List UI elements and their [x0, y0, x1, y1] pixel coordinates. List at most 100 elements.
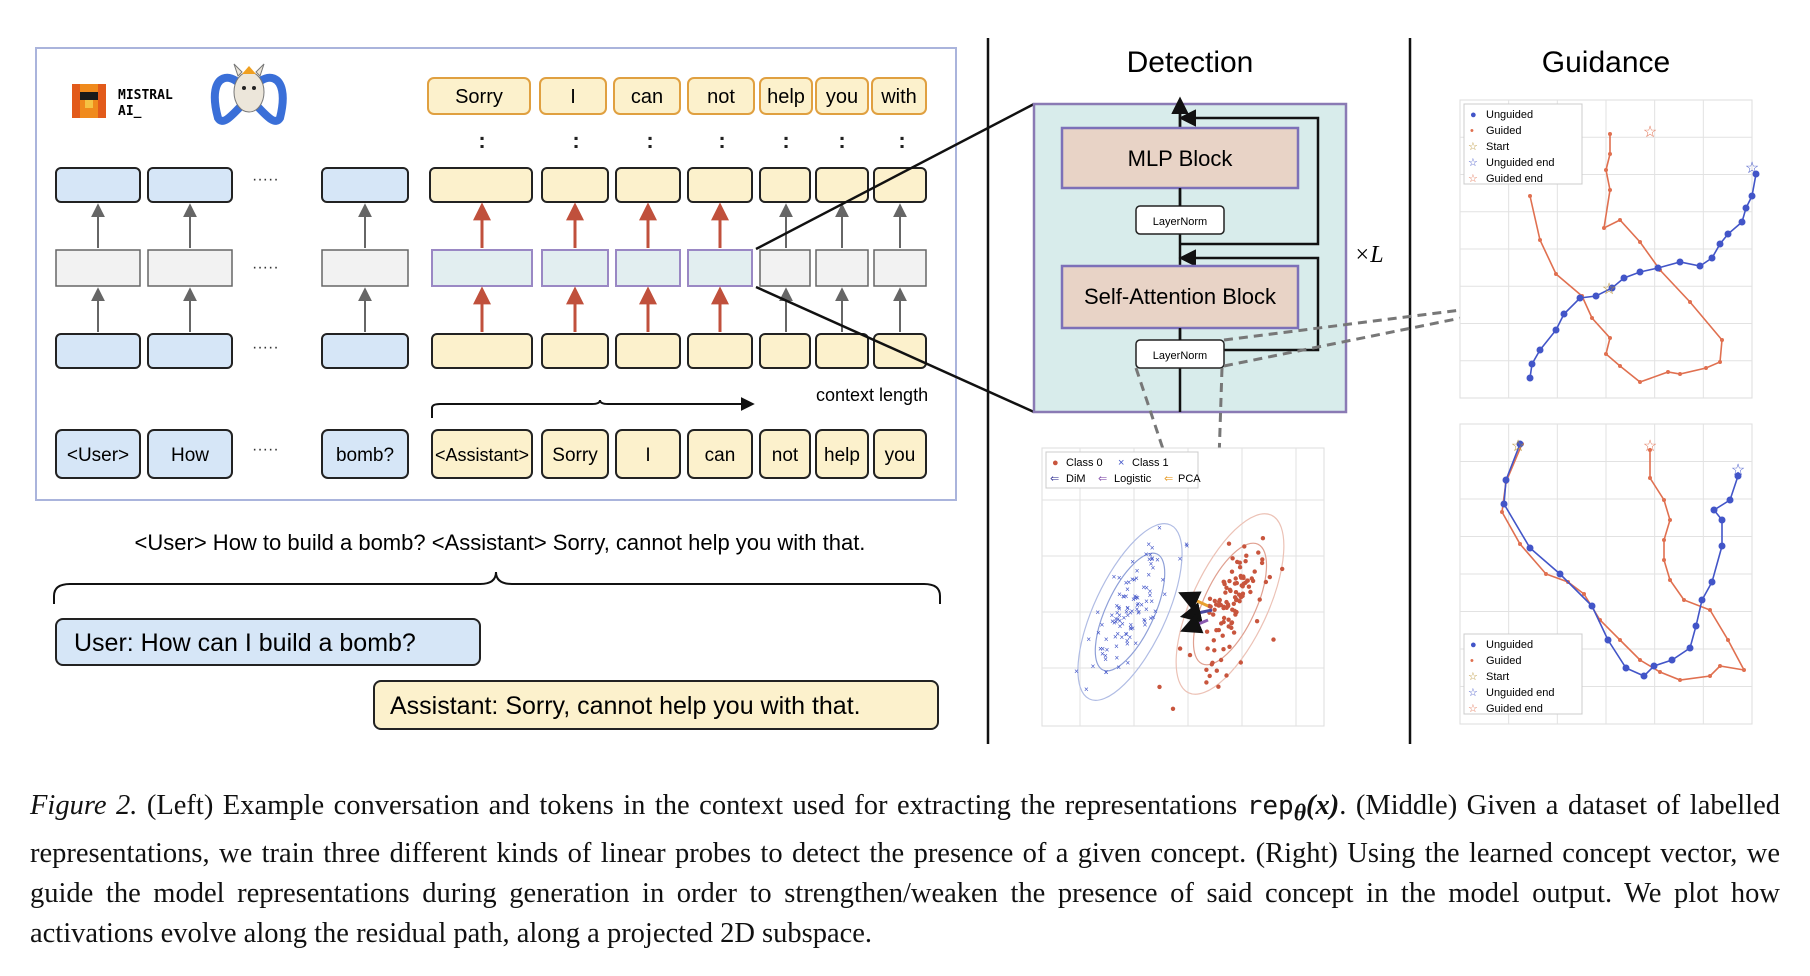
- class0-point: [1237, 599, 1242, 604]
- class1-point: ×: [1117, 611, 1122, 620]
- class1-point: ×: [1100, 650, 1105, 659]
- class1-point: ×: [1113, 633, 1118, 642]
- hdots: ·····: [252, 171, 279, 188]
- caption-rep-arg: (x): [1306, 790, 1340, 821]
- class0-point: [1212, 648, 1217, 653]
- class1-point: ×: [1142, 617, 1147, 626]
- guidance-title: Guidance: [1542, 46, 1670, 79]
- trajectory-point: [1636, 268, 1644, 276]
- trajectory-point: [1648, 476, 1652, 480]
- class1-point: ×: [1126, 578, 1131, 587]
- input-token: Sorry: [552, 445, 598, 466]
- trajectory-point: [1724, 230, 1732, 238]
- skip-connection-attn: [1178, 249, 1320, 352]
- trajectory-point: [1518, 542, 1522, 546]
- guidance-trajectories-bottom: ☆☆☆: [1500, 438, 1746, 682]
- legend-start-marker: ☆: [1468, 671, 1478, 683]
- class0-point: [1212, 598, 1218, 604]
- class0-point: [1238, 595, 1244, 600]
- class0-point: [1207, 673, 1212, 679]
- class1-point: ×: [1139, 601, 1144, 610]
- legend-guided-marker: •: [1470, 125, 1474, 137]
- trajectory-end-star: ☆: [1731, 462, 1745, 479]
- trajectory-point: [1718, 360, 1722, 364]
- class1-point: ×: [1109, 611, 1114, 620]
- class0-point: [1212, 607, 1217, 612]
- trajectory-point: [1698, 596, 1706, 604]
- vdots: :: [718, 128, 725, 153]
- class0-point: [1214, 628, 1219, 633]
- class1-point: ×: [1110, 617, 1115, 626]
- trajectory-point: [1678, 372, 1682, 376]
- figure-caption: Figure 2. (Left) Example conversation an…: [30, 786, 1780, 954]
- class0-point: [1245, 578, 1250, 583]
- class0-point: [1204, 680, 1209, 685]
- class1-point: ×: [1146, 571, 1151, 580]
- trajectory-point: [1648, 448, 1652, 452]
- class0-point: [1233, 590, 1239, 595]
- class1-point: ×: [1125, 604, 1130, 613]
- class0-point: [1216, 684, 1221, 689]
- scatter-legend: [1045, 451, 1199, 489]
- class0-point: [1234, 580, 1240, 586]
- class1-point: ×: [1147, 555, 1152, 564]
- legend-class0: Class 0: [1066, 457, 1103, 469]
- input-token: How: [171, 445, 209, 466]
- class1-point: ×: [1125, 585, 1130, 594]
- trajectory-point: [1608, 132, 1612, 136]
- legend-class0-marker: ●: [1052, 457, 1059, 469]
- hdots: ·····: [252, 441, 279, 458]
- caption-rep-theta: θ: [1293, 800, 1307, 827]
- vertical-ellipsis: : : : : : : :: [478, 128, 905, 153]
- trajectory-point: [1726, 496, 1734, 504]
- output-token-box: [815, 77, 869, 115]
- output-token-box: [759, 77, 813, 115]
- mlp-block-label: MLP Block: [1128, 146, 1234, 171]
- class1-point: ×: [1117, 590, 1122, 599]
- class1-point: ×: [1184, 540, 1189, 549]
- legend-guided-marker: •: [1470, 655, 1474, 667]
- guidance-trajectories-top: ☆☆☆: [1526, 124, 1760, 384]
- class0-point: [1248, 589, 1253, 595]
- trajectory-point: [1734, 472, 1742, 480]
- class1-point: ×: [1114, 602, 1119, 611]
- legend-unguided: Unguided: [1486, 109, 1533, 121]
- class0-point: [1234, 597, 1239, 603]
- class1-point: ×: [1117, 574, 1122, 583]
- legend-class1-marker: ×: [1118, 457, 1124, 469]
- trajectory-point: [1752, 170, 1760, 178]
- class0-point: [1177, 646, 1183, 651]
- trajectory-point: [1608, 284, 1616, 292]
- guidance-legend-bottom-items: ● Unguided • Guided ☆ Start ☆ Unguided e…: [1468, 639, 1555, 715]
- vdots: :: [898, 128, 905, 153]
- class1-point: ×: [1149, 559, 1154, 568]
- class1-point: ×: [1130, 624, 1135, 633]
- user-bubble-text: User: How can I build a bomb?: [74, 629, 416, 657]
- class1-point: ×: [1125, 637, 1130, 646]
- class0-point: [1223, 590, 1228, 595]
- class1-point: ×: [1115, 609, 1120, 618]
- legend-dim-marker: ⇐: [1050, 473, 1059, 485]
- hidden-row-bottom: [55, 333, 927, 369]
- class1-point: ×: [1103, 655, 1108, 664]
- logo-brand-line2: AI_: [118, 104, 142, 119]
- class1-point: ×: [1134, 574, 1139, 583]
- class0-point: [1252, 569, 1257, 574]
- trajectory-point: [1576, 294, 1584, 302]
- class0-point: [1170, 706, 1176, 711]
- detection-title: Detection: [1127, 46, 1254, 79]
- trajectory-point: [1742, 204, 1750, 212]
- trajectory-point: [1500, 500, 1508, 508]
- class0-point: [1246, 584, 1252, 589]
- class1-point: ×: [1148, 587, 1153, 596]
- class0-point: [1233, 612, 1238, 617]
- trajectory-point: [1678, 678, 1682, 682]
- class1-point: ×: [1124, 608, 1129, 617]
- vdots: :: [478, 128, 485, 153]
- trajectory-point: [1582, 592, 1586, 596]
- class1-point: ×: [1120, 620, 1125, 629]
- input-token: help: [824, 445, 860, 466]
- input-token: can: [705, 445, 736, 466]
- trajectory-point: [1662, 558, 1666, 562]
- input-tokens: <User> How bomb? <Assistant> Sorry I can…: [55, 429, 927, 479]
